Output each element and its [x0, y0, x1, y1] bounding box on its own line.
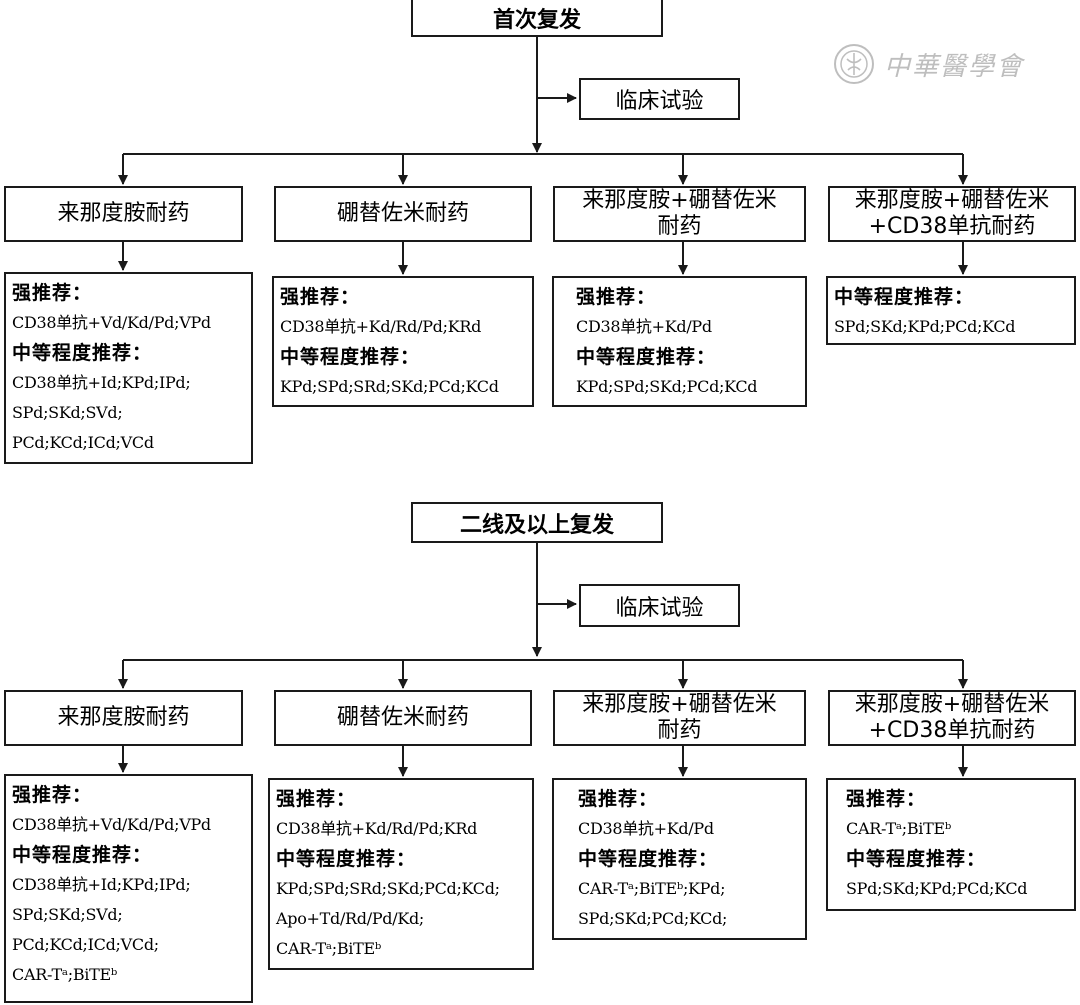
- recommendation-box-len-bort-cd38: 强推荐： CAR-Tᵃ;BiTEᵇ 中等程度推荐： SPd;SKd;KPd;PC…: [826, 778, 1076, 911]
- trial-label: 临床试验: [615, 595, 704, 621]
- category-node-len-bort-cd38: 来那度胺+硼替佐米+CD38单抗耐药: [828, 690, 1076, 746]
- category-label: 来那度胺+硼替佐米耐药: [582, 188, 777, 239]
- recommendation-line: CD38单抗+Id;KPd;IPd;: [12, 875, 191, 894]
- recommendation-line: CD38单抗+Id;KPd;IPd;: [12, 373, 191, 392]
- recommendation-line: CD38单抗+Kd/Rd/Pd;KRd: [276, 819, 478, 838]
- recommendation-line: KPd;SPd;SKd;PCd;KCd: [576, 377, 758, 396]
- recommendation-line: CAR-Tᵃ;BiTEᵇ;KPd;: [578, 879, 726, 898]
- recommendation-line: CD38单抗+Vd/Kd/Pd;VPd: [12, 313, 211, 332]
- category-node-bortezomib: 硼替佐米耐药: [274, 186, 532, 242]
- recommendation-box-len-bort-cd38: 中等程度推荐： SPd;SKd;KPd;PCd;KCd: [826, 276, 1076, 345]
- recommendation-box-lenalidomide: 强推荐： CD38单抗+Vd/Kd/Pd;VPd 中等程度推荐： CD38单抗+…: [4, 774, 253, 1003]
- trial-label: 临床试验: [615, 89, 704, 114]
- recommendation-line: SPd;SKd;PCd;KCd;: [578, 909, 728, 928]
- seal-icon: [834, 44, 874, 84]
- root-label: 首次复发: [492, 7, 581, 33]
- recommendation-line: PCd;KCd;ICd;VCd: [12, 433, 154, 452]
- recommendation-line: SPd;SKd;SVd;: [12, 403, 123, 422]
- recommendation-line: SPd;SKd;SVd;: [12, 905, 123, 924]
- recommendation-box-len-bort: 强推荐： CD38单抗+Kd/Pd 中等程度推荐： CAR-Tᵃ;BiTEᵇ;K…: [552, 778, 807, 940]
- category-label: 来那度胺耐药: [57, 201, 190, 226]
- strong-recommendation-heading: 强推荐：: [578, 788, 659, 810]
- moderate-recommendation-heading: 中等程度推荐：: [12, 342, 153, 364]
- root-label: 二线及以上复发: [459, 512, 614, 538]
- category-node-lenalidomide: 来那度胺耐药: [4, 690, 243, 746]
- moderate-recommendation-heading: 中等程度推荐：: [578, 848, 719, 870]
- recommendation-line: KPd;SPd;SRd;SKd;PCd;KCd: [280, 377, 499, 396]
- strong-recommendation-heading: 强推荐：: [12, 282, 93, 304]
- strong-recommendation-heading: 强推荐：: [12, 784, 93, 806]
- root-node-first-relapse: 首次复发: [411, 0, 663, 37]
- recommendation-line: CD38单抗+Kd/Pd: [576, 317, 712, 336]
- recommendation-line: CAR-Tᵃ;BiTEᵇ: [276, 939, 381, 958]
- recommendation-line: PCd;KCd;ICd;VCd;: [12, 935, 159, 954]
- category-label: 来那度胺+硼替佐米+CD38单抗耐药: [854, 188, 1050, 239]
- recommendation-box-bortezomib: 强推荐： CD38单抗+Kd/Rd/Pd;KRd 中等程度推荐： KPd;SPd…: [268, 778, 534, 970]
- category-node-len-bort-cd38: 来那度胺+硼替佐米+CD38单抗耐药: [828, 186, 1076, 242]
- recommendation-line: SPd;SKd;KPd;PCd;KCd: [846, 879, 1028, 898]
- moderate-recommendation-heading: 中等程度推荐：: [280, 346, 421, 368]
- root-node-second-line-relapse: 二线及以上复发: [411, 502, 663, 543]
- moderate-recommendation-heading: 中等程度推荐：: [276, 848, 417, 870]
- category-label: 来那度胺+硼替佐米+CD38单抗耐药: [854, 692, 1050, 743]
- watermark: 中華醫學會: [832, 42, 1047, 86]
- recommendation-box-lenalidomide: 强推荐： CD38单抗+Vd/Kd/Pd;VPd 中等程度推荐： CD38单抗+…: [4, 272, 253, 464]
- watermark-text: 中華醫學會: [884, 51, 1025, 82]
- category-label: 硼替佐米耐药: [336, 705, 469, 730]
- category-node-lenalidomide: 来那度胺耐药: [4, 186, 243, 242]
- recommendation-line: SPd;SKd;KPd;PCd;KCd: [834, 317, 1016, 336]
- moderate-recommendation-heading: 中等程度推荐：: [846, 848, 987, 870]
- recommendation-line: CD38单抗+Kd/Rd/Pd;KRd: [280, 317, 482, 336]
- clinical-trial-node: 临床试验: [579, 78, 740, 120]
- recommendation-box-len-bort: 强推荐： CD38单抗+Kd/Pd 中等程度推荐： KPd;SPd;SKd;PC…: [552, 276, 807, 407]
- category-node-len-bort: 来那度胺+硼替佐米耐药: [553, 690, 806, 746]
- clinical-trial-node: 临床试验: [579, 584, 740, 627]
- category-node-bortezomib: 硼替佐米耐药: [274, 690, 532, 746]
- recommendation-line: CAR-Tᵃ;BiTEᵇ: [846, 819, 951, 838]
- recommendation-box-bortezomib: 强推荐： CD38单抗+Kd/Rd/Pd;KRd 中等程度推荐： KPd;SPd…: [272, 276, 534, 407]
- recommendation-line: KPd;SPd;SRd;SKd;PCd;KCd;: [276, 879, 500, 898]
- category-label: 硼替佐米耐药: [336, 201, 469, 226]
- strong-recommendation-heading: 强推荐：: [276, 788, 357, 810]
- recommendation-line: CD38单抗+Kd/Pd: [578, 819, 714, 838]
- recommendation-line: CD38单抗+Vd/Kd/Pd;VPd: [12, 815, 211, 834]
- strong-recommendation-heading: 强推荐：: [280, 286, 361, 308]
- category-node-len-bort: 来那度胺+硼替佐米耐药: [553, 186, 806, 242]
- strong-recommendation-heading: 强推荐：: [846, 788, 927, 810]
- moderate-recommendation-heading: 中等程度推荐：: [834, 286, 975, 308]
- strong-recommendation-heading: 强推荐：: [576, 286, 657, 308]
- category-label: 来那度胺+硼替佐米耐药: [582, 692, 777, 743]
- recommendation-line: CAR-Tᵃ;BiTEᵇ: [12, 965, 117, 984]
- moderate-recommendation-heading: 中等程度推荐：: [576, 346, 717, 368]
- moderate-recommendation-heading: 中等程度推荐：: [12, 844, 153, 866]
- recommendation-line: Apo+Td/Rd/Pd/Kd;: [276, 909, 425, 928]
- category-label: 来那度胺耐药: [57, 705, 190, 730]
